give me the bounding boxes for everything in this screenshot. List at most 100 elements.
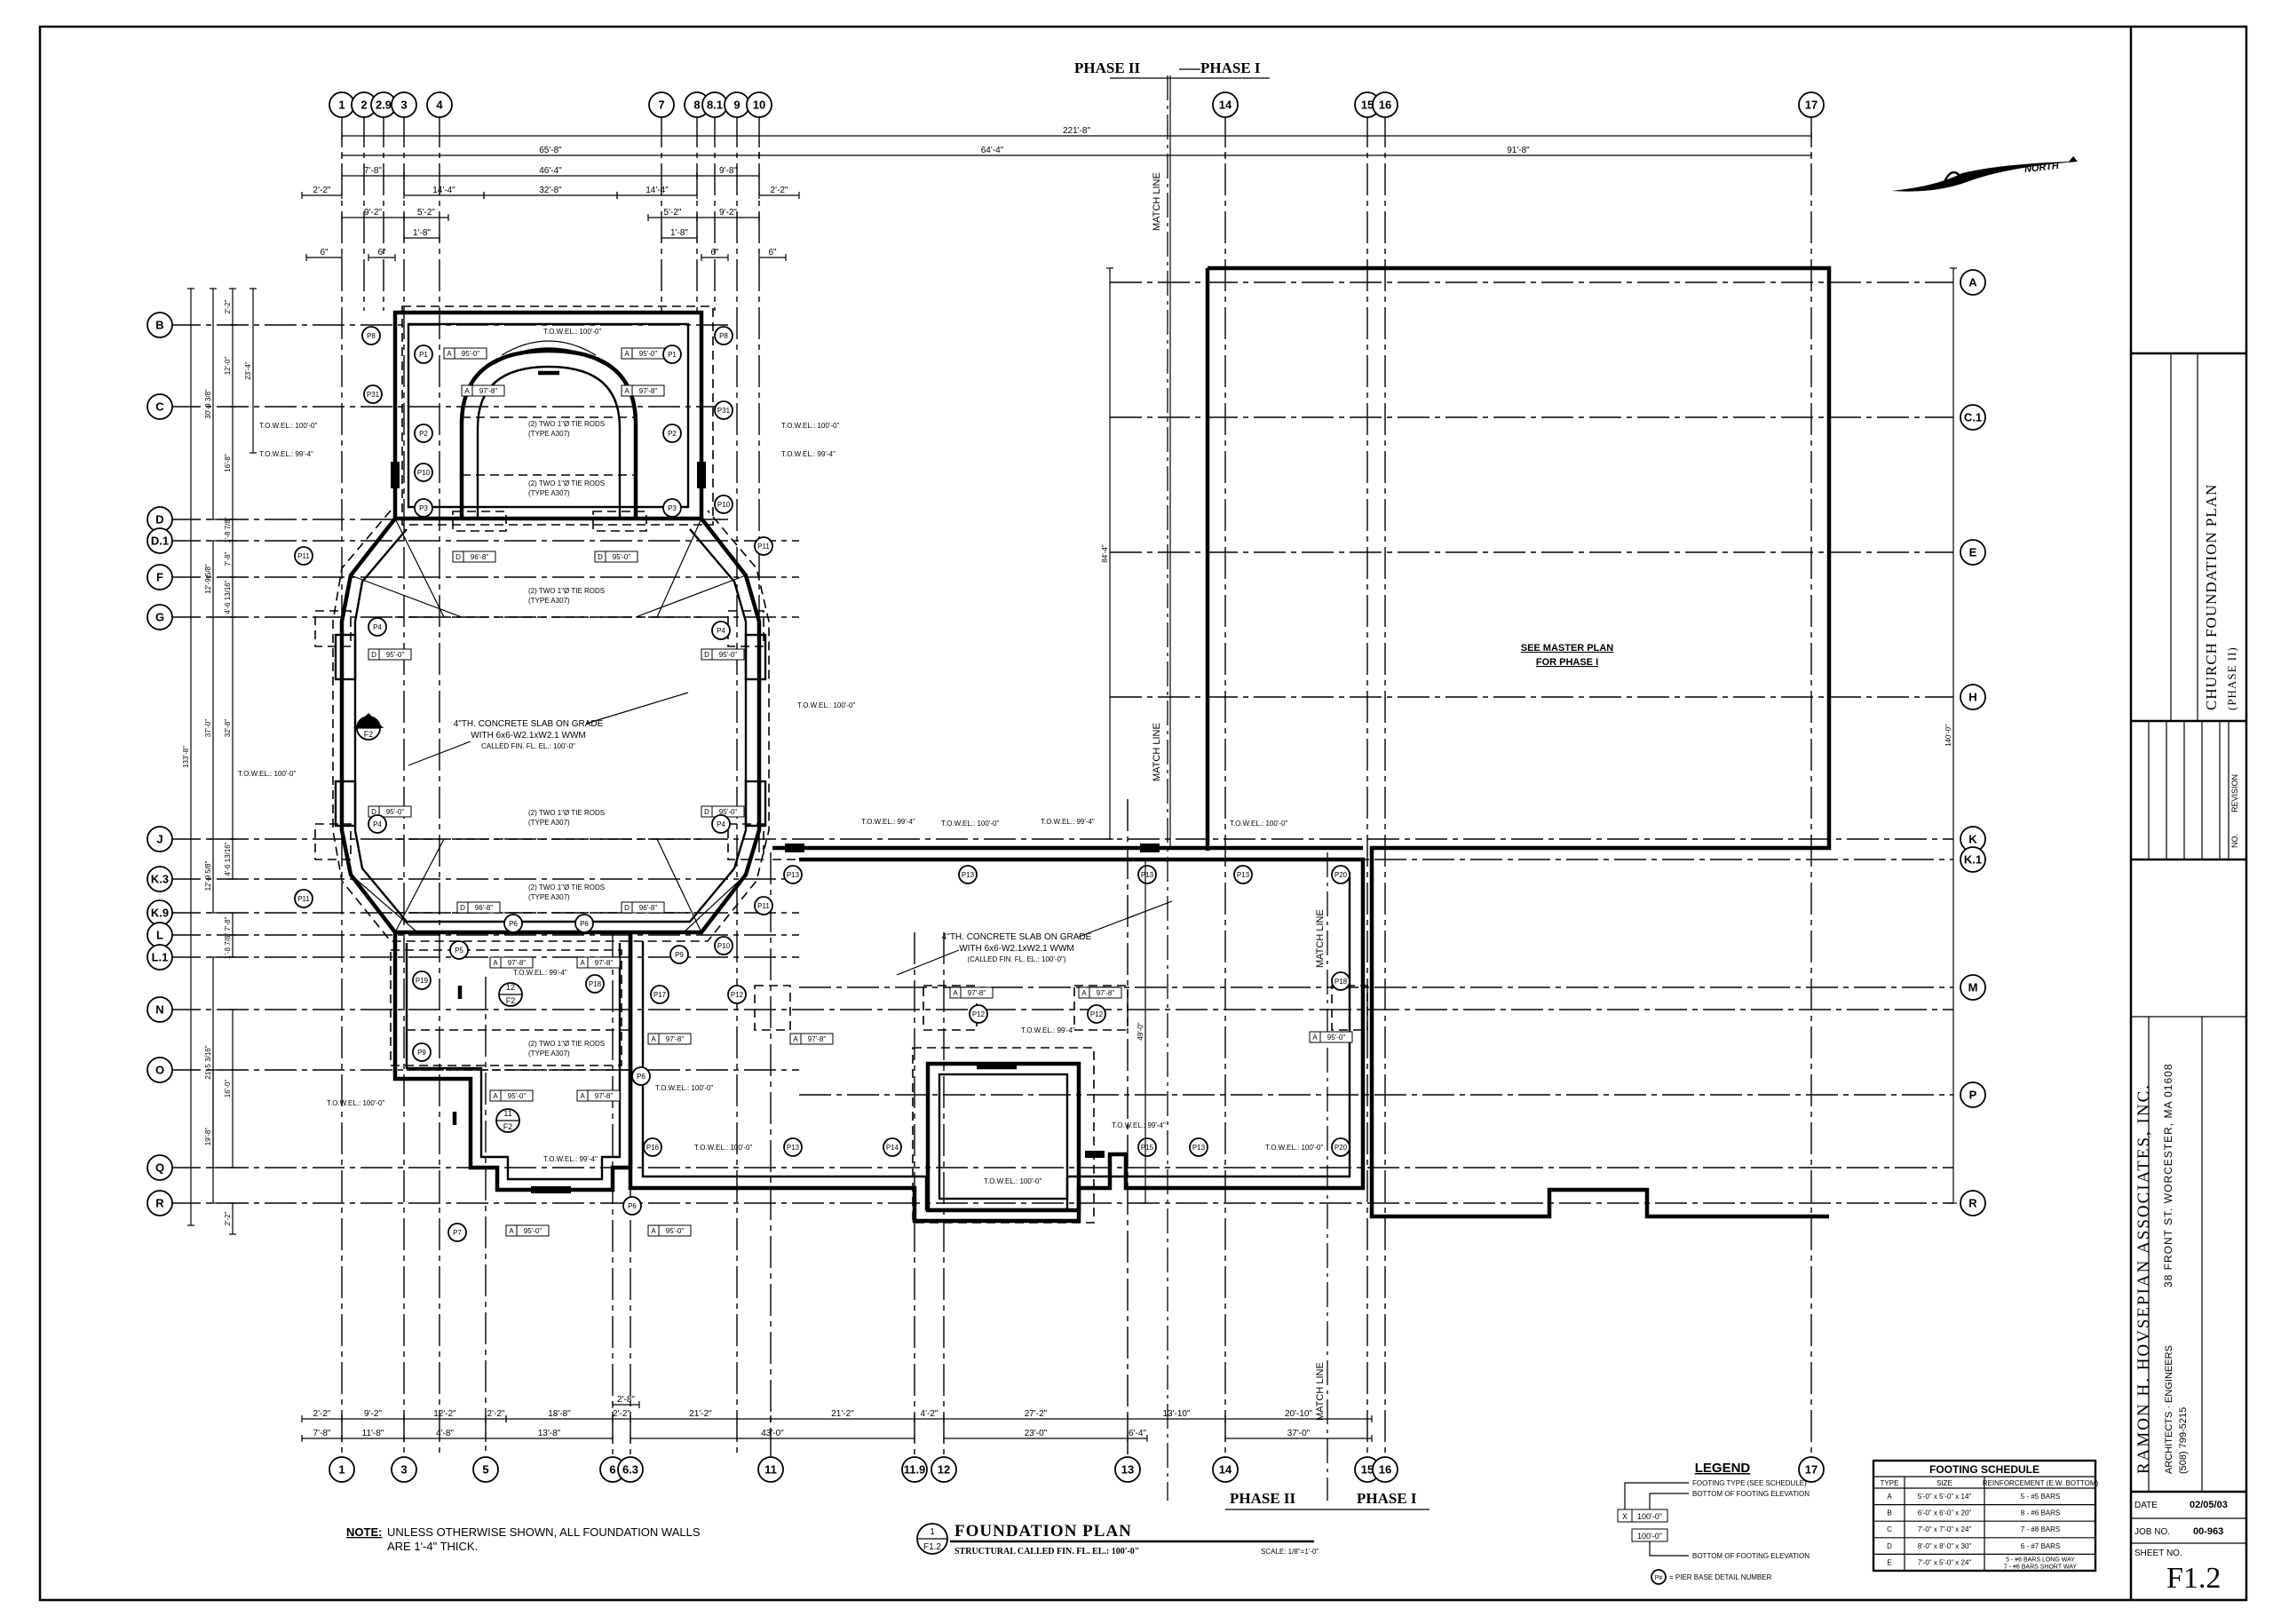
dimension: 7'-8" [224,540,236,578]
svg-text:6'-0" x 6'-0" x 20": 6'-0" x 6'-0" x 20" [1918,1509,1972,1517]
svg-text:D: D [455,553,461,561]
pier-P6: P6 [574,914,594,933]
pier-P10: P10 [414,463,433,482]
dimension: 23'-0" [943,1429,1129,1442]
svg-text:K.3: K.3 [151,873,169,886]
svg-text:11: 11 [764,1463,777,1477]
pier-P11: P11 [754,896,773,915]
svg-text:4: 4 [436,99,443,112]
grid-bubble-row-G: G [147,604,173,630]
dimension: 7'-8" [224,912,236,936]
svg-text:P20: P20 [1334,871,1348,879]
pier-P4: P4 [711,621,731,640]
grid-bubble-3: 3 [391,91,417,118]
svg-text:4'-6 13/16": 4'-6 13/16" [224,580,232,614]
svg-text:140'-0": 140'-0" [1944,725,1952,747]
svg-text:5'-2": 5'-2" [417,208,435,218]
svg-text:P: P [1969,1089,1977,1102]
svg-text:P11: P11 [757,543,770,551]
svg-text:A: A [493,959,498,967]
svg-text:O: O [155,1064,164,1077]
grid-bubble-row-right-M: M [1960,974,1986,1001]
dimension: 7'-8" [301,1429,343,1442]
svg-text:96'-8": 96'-8" [471,553,489,561]
pier-P7: P7 [447,1223,467,1242]
svg-text:T.O.W.EL.: 99'-4": T.O.W.EL.: 99'-4" [1112,1121,1166,1129]
pier-P15: P15 [1137,1137,1157,1157]
dimension: 27'-2" [943,1409,1129,1422]
svg-text:A: A [493,1092,498,1100]
svg-text:J: J [156,833,162,846]
grid-bubble-row-B: B [147,312,173,338]
svg-text:L.1: L.1 [152,951,169,964]
firm-role: ARCHITECTS · ENGINEERS [2164,1345,2174,1474]
svg-text:9'-8": 9'-8" [719,166,737,176]
dimension: 12'-2" [403,1409,487,1422]
pier-P9: P9 [412,1042,432,1062]
svg-text:5'-0" x 5'-0" x 14": 5'-0" x 5'-0" x 14" [1918,1493,1972,1501]
dimension: 37'-0" [204,616,217,840]
svg-text:7'-8": 7'-8" [224,551,232,566]
svg-text:P31: P31 [717,407,731,415]
dimension: 64'-4" [758,146,1226,159]
pier-P1: P1 [414,345,433,364]
svg-text:(2) TWO 1"Ø TIE RODS: (2) TWO 1"Ø TIE RODS [528,479,605,487]
dimension: 14'-4" [616,186,698,199]
svg-text:95'-0": 95'-0" [524,1227,543,1235]
svg-text:P10: P10 [417,469,431,477]
grid-bubble-row-D.1: D.1 [147,527,173,554]
svg-text:P6: P6 [637,1073,645,1081]
svg-text:P17: P17 [653,991,667,999]
svg-text:P4: P4 [717,627,725,635]
dimension: 5'-2" [647,208,698,221]
svg-text:P4: P4 [373,820,382,828]
svg-text:8.1: 8.1 [707,99,723,112]
dimension: 23'-4" [244,288,257,454]
dimension: 2'-2" [224,1202,236,1235]
svg-text:T.O.W.EL.: 100'-0": T.O.W.EL.: 100'-0" [259,422,317,430]
dimension: 2'-2" [485,1409,507,1422]
date-label: DATE [2134,1501,2158,1510]
svg-text:D: D [155,513,163,527]
svg-text:8: 8 [693,99,700,112]
svg-text:7'-0" x 5'-0" x 24": 7'-0" x 5'-0" x 24" [1918,1558,1972,1566]
svg-text:T.O.W.EL.: 100'-0": T.O.W.EL.: 100'-0" [238,770,296,778]
svg-text:T.O.W.EL.: 100'-0": T.O.W.EL.: 100'-0" [327,1099,384,1107]
footing-tag: D 96'-8" [452,551,496,563]
svg-text:P5: P5 [455,947,463,955]
phase-1-building-outline: SEE MASTER PLAN FOR PHASE I [1205,265,1832,1219]
svg-text:T.O.W.EL.: 99'-4": T.O.W.EL.: 99'-4" [1021,1026,1075,1034]
svg-text:8 - #6 BARS: 8 - #6 BARS [2021,1509,2060,1517]
svg-text:9'-2": 9'-2" [364,208,382,218]
svg-text:27'-2": 27'-2" [1025,1409,1048,1419]
pier-P1: P1 [662,345,682,364]
svg-text:95'-0": 95'-0" [719,651,738,659]
dimension: 32'-8" [224,616,236,840]
dimension: 6" [701,248,729,261]
svg-text:A: A [1312,1034,1318,1042]
svg-text:84'-4": 84'-4" [1101,544,1109,563]
grid-bubble-row-right-R: R [1960,1190,1986,1216]
section-marker-11b: 11 F2 [452,1108,520,1133]
svg-text:P31: P31 [367,391,380,399]
svg-text:P1: P1 [419,351,428,359]
svg-text:2'-8": 2'-8" [617,1395,635,1405]
pier-P31: P31 [714,400,733,420]
svg-text:A: A [953,989,958,997]
svg-text:2.9: 2.9 [376,99,392,112]
